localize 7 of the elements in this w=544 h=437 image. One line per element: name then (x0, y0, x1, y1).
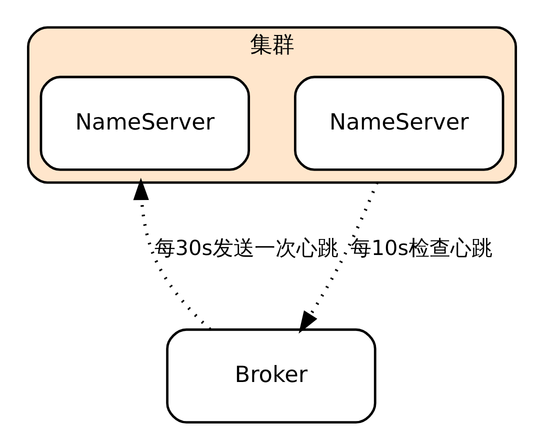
edge-label: 每10s检查心跳 (350, 236, 493, 260)
arrow (133, 178, 212, 330)
arrow (298, 182, 378, 334)
edge-label: 每30s发送一次心跳 (154, 236, 339, 260)
node-box: NameServer (40, 76, 250, 171)
node-box: NameServer (294, 76, 504, 171)
node-box: Broker (166, 328, 376, 424)
